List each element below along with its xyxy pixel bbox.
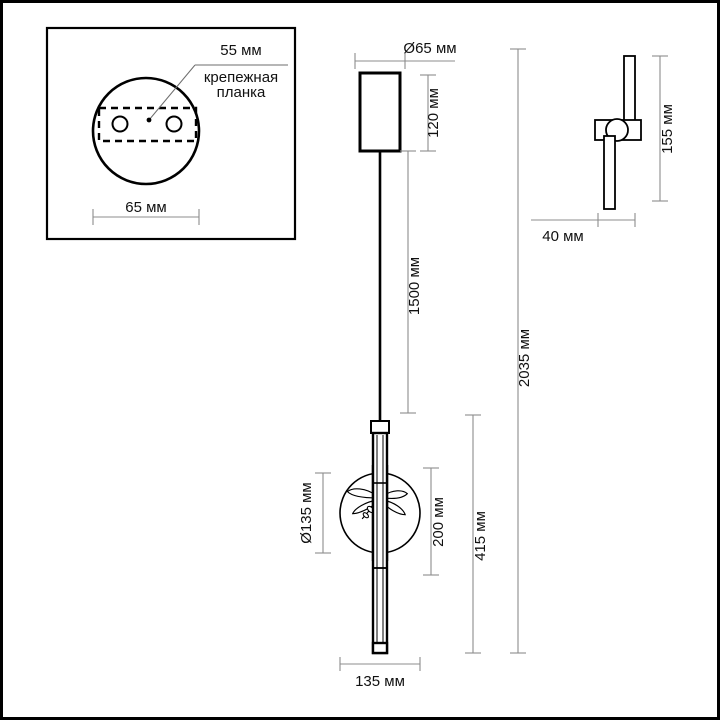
inset-detail-group: 55 мм крепежная планка 65 мм [45, 26, 297, 241]
disc-diameter-label: Ø135 мм [298, 482, 315, 544]
body-width-label: 135 мм [355, 673, 405, 690]
inset-bracket-width-label: 55 мм [220, 42, 261, 59]
canopy-diameter-label: Ø65 мм [403, 40, 456, 57]
side-upper-arm [623, 55, 636, 130]
screw-hole-left [111, 115, 129, 133]
side-view-group: 155 мм 40 мм [531, 55, 676, 245]
dragonfly-body-segment-3 [362, 512, 369, 519]
canopy-box [358, 71, 402, 153]
side-depth-label: 40 мм [542, 228, 583, 245]
front-view-group: Ø65 мм 120 мм 1500 мм 2035 мм Ø135 мм [298, 40, 533, 690]
inset-plate-diameter-label: 65 мм [125, 199, 166, 216]
rod-end-cap [371, 641, 389, 655]
callout-label-line2: планка [217, 84, 266, 101]
side-lower-arm [603, 135, 616, 210]
dragonfly-wing-upper-left [346, 488, 378, 499]
ceiling-plate-circle [91, 76, 201, 186]
canopy-height-label: 120 мм [425, 88, 442, 138]
body-height-label: 415 мм [472, 511, 489, 561]
callout-leader-dot [146, 117, 152, 123]
rod-over-disc-mask [373, 465, 387, 561]
technical-drawing-canvas: 55 мм крепежная планка 65 мм [45, 26, 676, 690]
total-height-label: 2035 мм [516, 329, 533, 387]
cord-length-label: 1500 мм [406, 257, 423, 315]
mounting-bar-dashed [97, 106, 198, 143]
rod-connector-collar [370, 420, 390, 434]
callout-label-line1: крепежная [204, 69, 278, 86]
screw-hole-right [165, 115, 183, 133]
rod-length-label: 200 мм [430, 497, 447, 547]
callout-leader-line [148, 64, 196, 121]
side-height-label: 155 мм [659, 104, 676, 154]
